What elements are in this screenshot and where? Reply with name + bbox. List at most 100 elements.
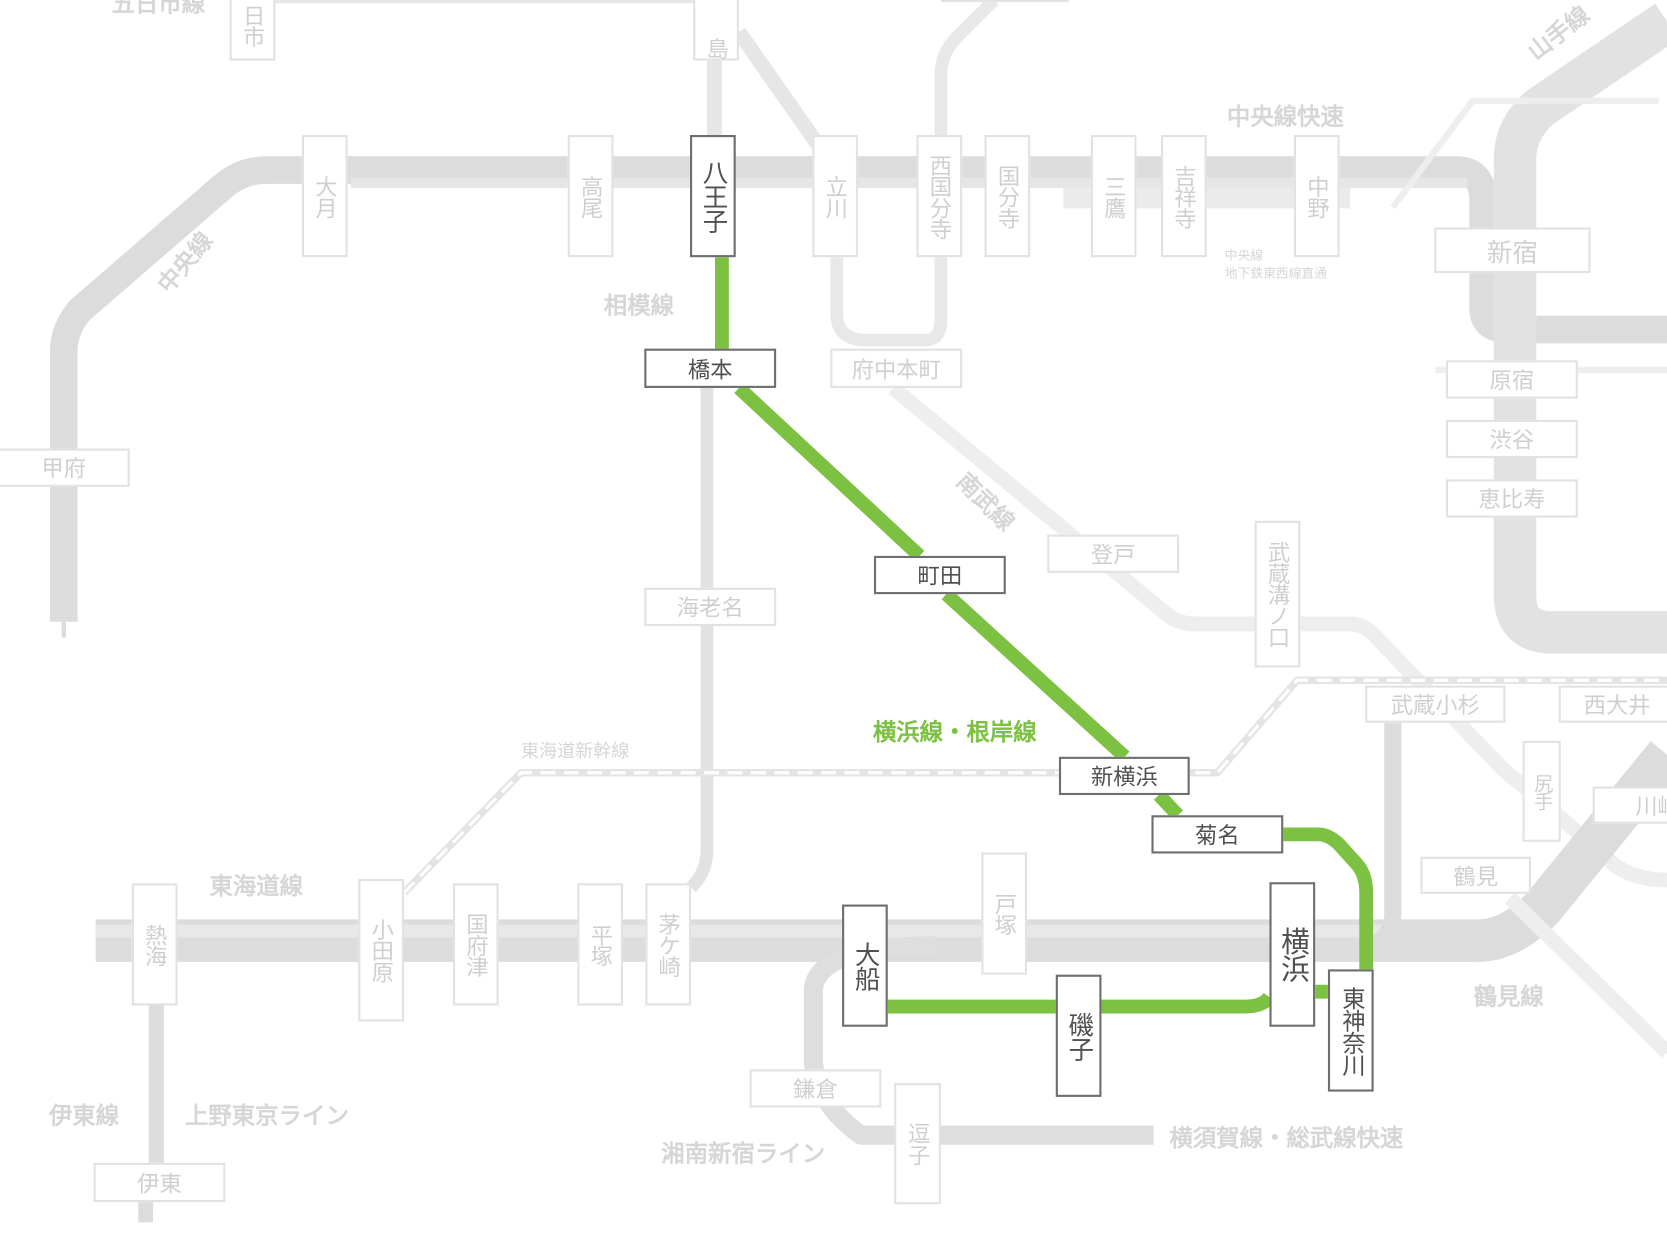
station-kichijoji[interactable]: 吉祥寺 xyxy=(1161,134,1207,258)
station-label: 磯子 xyxy=(1063,1011,1094,1061)
station-label: 武蔵小杉 xyxy=(1390,692,1480,718)
station-haijima[interactable]: 島 xyxy=(693,0,739,61)
station-label: 武蔵溝ノ口 xyxy=(1265,541,1291,648)
line-yamanote xyxy=(1493,3,1667,654)
station-ebina[interactable]: 海老名 xyxy=(644,587,777,627)
station-hachioji[interactable]: 八王子 xyxy=(690,134,736,258)
station-top-clipped[interactable] xyxy=(940,0,1069,3)
station-atami[interactable]: 熱海 xyxy=(131,883,178,1006)
station-noborito[interactable]: 登戸 xyxy=(1047,534,1180,573)
station-nishikokubunji[interactable]: 西国分寺 xyxy=(916,134,963,258)
station-label: 中野 xyxy=(1304,174,1331,218)
station-label: 八王子 xyxy=(697,159,728,233)
station-label: 立川 xyxy=(822,174,849,218)
line-tokaido xyxy=(95,741,1667,962)
station-label: 西国分寺 xyxy=(927,153,953,239)
line-shinkansen-dash xyxy=(402,678,1667,894)
label-chuo-tozai-2: 地下鉄東西線直通 xyxy=(1224,265,1327,281)
label-chuo-tozai-1: 中央線 xyxy=(1224,247,1264,263)
station-label: 原宿 xyxy=(1489,367,1535,394)
station-hashimoto[interactable]: 橋本 xyxy=(644,348,777,388)
line-yokohama-gray xyxy=(1367,722,1402,954)
line-sagami xyxy=(686,387,714,893)
label-chuo-rapid: 中央線快速 xyxy=(1226,104,1344,131)
station-fuchuhommachi[interactable]: 府中本町 xyxy=(830,348,963,388)
station-zushi[interactable]: 逗子 xyxy=(894,1083,941,1205)
station-kozu[interactable]: 国府津 xyxy=(452,883,499,1006)
station-kawasaki[interactable]: 川崎 xyxy=(1592,786,1667,824)
station-label: 小田原 xyxy=(368,918,395,983)
station-mitaka[interactable]: 三鷹 xyxy=(1090,134,1137,258)
station-higashikanagawa[interactable]: 東神奈川 xyxy=(1327,969,1374,1092)
station-chigasaki[interactable]: 茅ケ崎 xyxy=(645,883,692,1006)
station-label: 平塚 xyxy=(587,923,614,966)
station-kamakura[interactable]: 鎌倉 xyxy=(749,1069,882,1108)
station-machida[interactable]: 町田 xyxy=(873,555,1006,595)
station-ebisu[interactable]: 恵比寿 xyxy=(1445,479,1578,518)
station-label: 日市 xyxy=(240,3,266,47)
station-kokubunji[interactable]: 国分寺 xyxy=(984,134,1031,258)
station-shitte[interactable]: 尻手 xyxy=(1522,740,1561,842)
line-musashino xyxy=(830,0,999,347)
station-shibuya[interactable]: 渋谷 xyxy=(1445,419,1578,459)
station-label: 三鷹 xyxy=(1101,174,1127,218)
label-tsurumi-line: 鶴見線 xyxy=(1473,984,1544,1011)
station-label: 国分寺 xyxy=(995,164,1021,228)
station-tachikawa[interactable]: 立川 xyxy=(812,134,859,258)
station-label: 海老名 xyxy=(676,595,744,621)
station-label: 新宿 xyxy=(1486,238,1538,268)
station-label: 吉祥寺 xyxy=(1171,164,1198,228)
station-odawara[interactable]: 小田原 xyxy=(358,879,405,1022)
station-ofuna[interactable]: 大船 xyxy=(842,904,888,1027)
station-label: 川崎 xyxy=(1635,793,1667,819)
line-ito xyxy=(138,1005,164,1223)
line-chuo xyxy=(49,156,1667,622)
station-hiratsuka[interactable]: 平塚 xyxy=(577,883,624,1006)
station-label: 新横浜 xyxy=(1090,764,1158,790)
station-label: 町田 xyxy=(917,563,963,589)
station-kikuna[interactable]: 菊名 xyxy=(1151,815,1284,854)
station-isogo[interactable]: 磯子 xyxy=(1055,974,1102,1097)
station-label: 戸塚 xyxy=(991,892,1018,935)
station-shinjuku[interactable]: 新宿 xyxy=(1434,227,1591,274)
station-label: 熱海 xyxy=(142,923,168,966)
station-label: 逗子 xyxy=(905,1122,931,1165)
station-otsuki[interactable]: 大月 xyxy=(301,134,348,258)
station-takao[interactable]: 高尾 xyxy=(567,134,614,258)
station-musashimizonokuchi[interactable]: 武蔵溝ノ口 xyxy=(1254,520,1301,668)
label-sagami-line: 相模線 xyxy=(603,293,675,320)
station-kofu[interactable]: 甲府 xyxy=(0,448,130,487)
label-ito-line: 伊東線 xyxy=(48,1103,120,1130)
label-yokosuka-sobu-line: 横須賀線・総武線快速 xyxy=(1169,1125,1404,1153)
station-shinyokohama[interactable]: 新横浜 xyxy=(1058,756,1190,796)
station-harajuku[interactable]: 原宿 xyxy=(1445,360,1578,399)
station-label: 東神奈川 xyxy=(1338,985,1365,1076)
station-tsurumi[interactable]: 鶴見 xyxy=(1420,856,1532,894)
station-yokohama[interactable]: 横浜 xyxy=(1269,882,1316,1027)
label-yokohama-negishi-line: 横浜線・根岸線 xyxy=(872,719,1037,747)
station-label: 島 xyxy=(703,37,730,59)
station-musashikosugi[interactable]: 武蔵小杉 xyxy=(1365,685,1506,723)
station-label: 茅ケ崎 xyxy=(655,912,682,977)
route-yokohama-negishi[interactable] xyxy=(715,257,1374,1014)
station-label: 府中本町 xyxy=(851,356,941,383)
station-itsukaichi[interactable]: 日市 xyxy=(229,0,276,61)
station-nakano[interactable]: 中野 xyxy=(1293,134,1340,258)
station-label: 大月 xyxy=(312,174,339,218)
station-ito[interactable]: 伊東 xyxy=(93,1162,226,1203)
line-hachiko xyxy=(707,27,827,154)
station-label: 橋本 xyxy=(687,356,733,383)
station-totsuka[interactable]: 戸塚 xyxy=(981,852,1028,975)
station-label: 甲府 xyxy=(41,455,87,482)
station-label: 渋谷 xyxy=(1489,427,1535,453)
station-label: 菊名 xyxy=(1195,822,1240,849)
station-label: 伊東 xyxy=(137,1170,182,1197)
station-label: 尻手 xyxy=(1531,773,1554,810)
label-ueno-tokyo-line: 上野東京ライン xyxy=(184,1103,349,1130)
station-label: 鎌倉 xyxy=(793,1076,838,1103)
station-nishioi[interactable]: 西大井 xyxy=(1558,685,1667,723)
label-itsukaichi-line: 五日市線 xyxy=(111,0,206,19)
station-label: 鶴見 xyxy=(1453,863,1499,890)
